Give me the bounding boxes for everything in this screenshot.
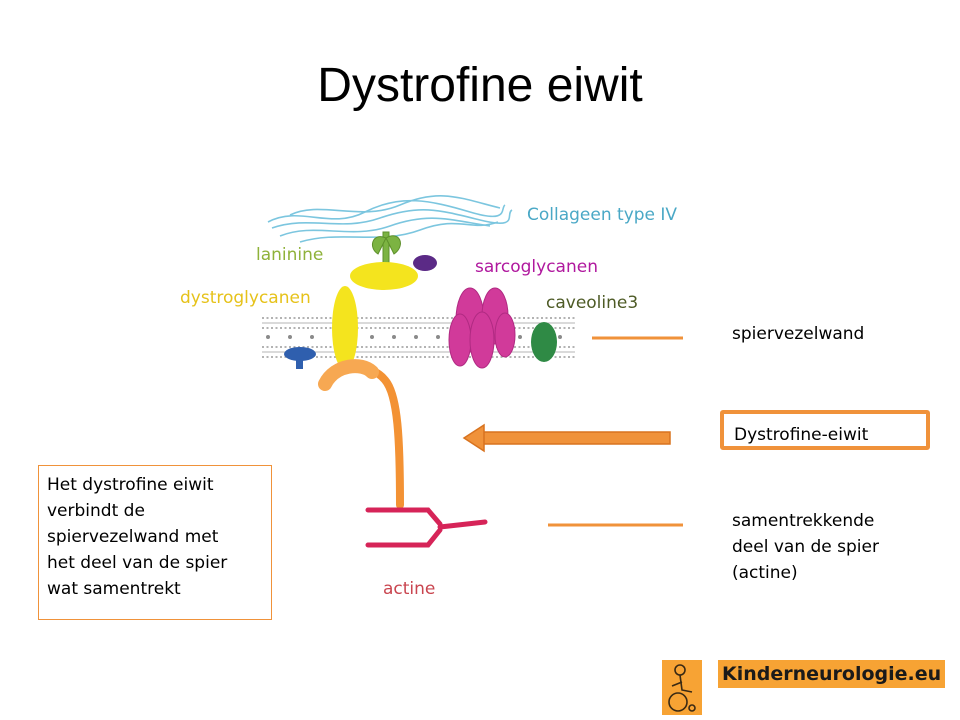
label-laminine: laninine: [256, 245, 323, 265]
sarcoglycan-cluster: [448, 287, 516, 369]
callout-contract-line: deel van de spier: [732, 537, 879, 557]
dystrophin-pointer-arrow: [462, 423, 671, 453]
caveolin-body: [531, 322, 557, 362]
label-caveoline: caveoline3: [546, 293, 638, 313]
info-line: het deel van de spier: [47, 553, 228, 573]
callout-protein-box: Dystrofine-eiwit: [720, 410, 930, 450]
label-sarcoglycanen: sarcoglycanen: [475, 257, 598, 277]
logo-text[interactable]: Kinderneurologie.eu: [718, 660, 946, 688]
dystrophin-protein: [326, 362, 404, 509]
wheelchair-figure-icon: [662, 660, 702, 715]
callout-wall: spiervezelwand: [732, 324, 865, 344]
actin-filament: [365, 507, 488, 548]
info-line: verbindt de: [47, 501, 145, 521]
collagen-fibers: [267, 195, 513, 243]
info-line: Het dystrofine eiwit: [47, 475, 214, 495]
blue-protein: [284, 347, 316, 369]
callout-contract: samentrekkende deel van de spier (actine…: [732, 508, 879, 586]
callout-protein: Dystrofine-eiwit: [734, 425, 869, 445]
dystroglycan-body: [332, 286, 358, 370]
info-line: spiervezelwand met: [47, 527, 219, 547]
purple-protein: [413, 255, 437, 271]
info-line: wat samentrekt: [47, 579, 181, 599]
label-collageen: Collageen type IV: [527, 205, 677, 225]
callout-contract-line: samentrekkende: [732, 511, 875, 531]
callout-contract-line: (actine): [732, 563, 798, 583]
info-box: Het dystrofine eiwit verbindt de spierve…: [38, 465, 272, 620]
laminin-body: [350, 262, 418, 290]
label-dystroglycanen: dystroglycanen: [180, 288, 311, 308]
laminin-shape: [371, 231, 401, 267]
label-actine: actine: [383, 579, 435, 599]
page-title: Dystrofine eiwit: [317, 59, 643, 112]
